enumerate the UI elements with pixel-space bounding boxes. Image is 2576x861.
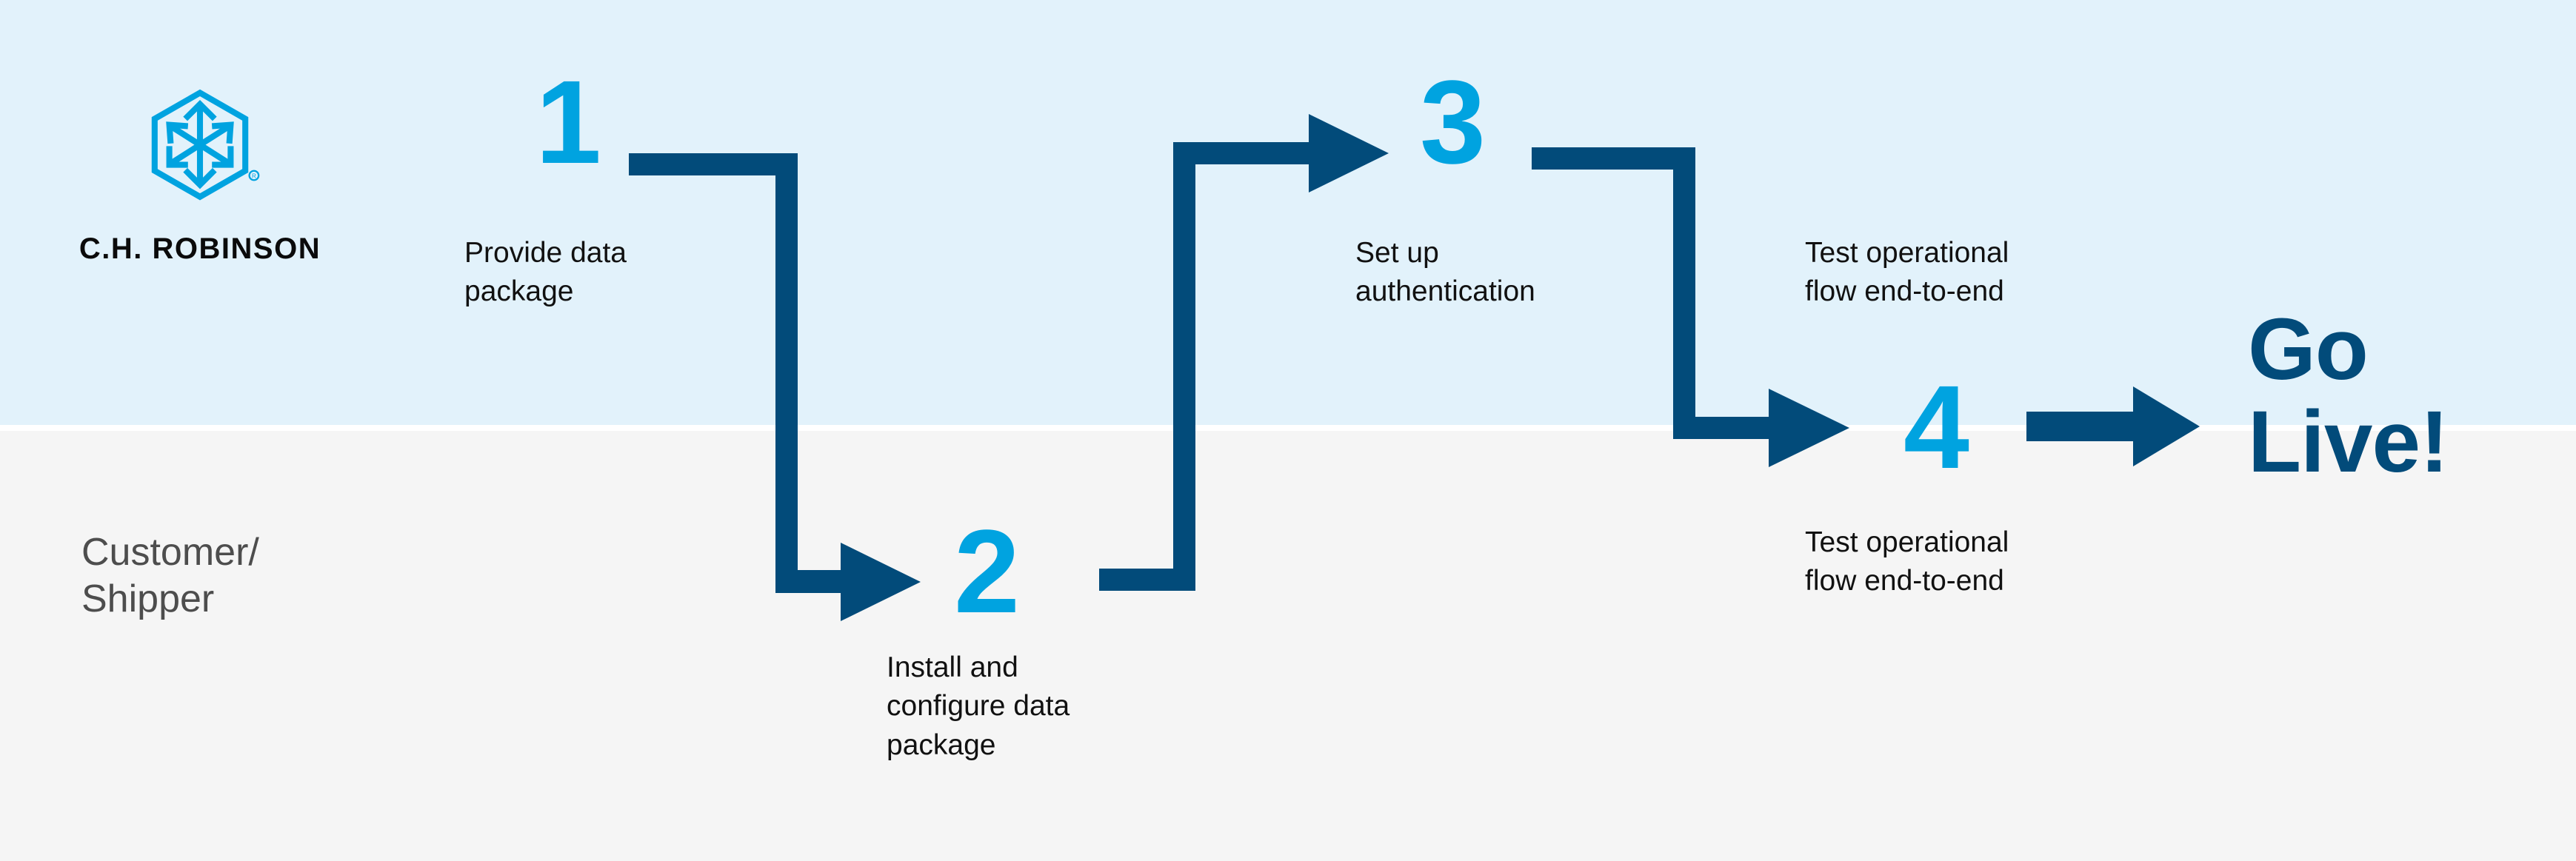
step-4-upper-caption-line-1: Test operational	[1805, 237, 2009, 269]
registered-trademark-icon: R	[248, 170, 260, 181]
step-3-caption: Set up authentication	[1355, 234, 1666, 312]
step-4-caption: Test operational flow end-to-end	[1805, 523, 2116, 601]
step-number-4: 4	[1903, 361, 1969, 493]
step-1-caption-line-1: Provide data	[464, 237, 627, 269]
lane-label-line-2: Shipper	[81, 577, 215, 621]
lane-label-line-1: Customer/	[81, 531, 259, 574]
step-4-upper-caption-line-2: flow end-to-end	[1805, 275, 2004, 308]
step-2-caption-line-1: Install and	[887, 651, 1018, 683]
step-4-upper-caption: Test operational flow end-to-end	[1805, 234, 2116, 312]
step-number-3: 3	[1420, 56, 1486, 188]
lane-label-customer-shipper: Customer/ Shipper	[81, 529, 467, 623]
bottom-swimlane-band	[0, 431, 2576, 861]
hexagon-cube-arrows-icon: R	[151, 89, 260, 201]
step-number-2: 2	[954, 505, 1020, 637]
step-2-caption: Install and configure data package	[887, 649, 1183, 765]
step-1-caption-line-2: package	[464, 275, 574, 308]
go-live-line-2: Live!	[2248, 393, 2449, 492]
step-4-caption-line-1: Test operational	[1805, 526, 2009, 558]
go-live-outcome: Go Live!	[2248, 301, 2566, 492]
brand-logo-block: R C.H. ROBINSON	[44, 89, 356, 266]
swimlane-divider	[0, 425, 2576, 431]
step-2-caption-line-3: package	[887, 728, 996, 761]
step-2-caption-line-2: configure data	[887, 690, 1070, 723]
step-number-1: 1	[535, 56, 601, 188]
svg-text:R: R	[252, 173, 256, 180]
step-3-caption-line-1: Set up	[1355, 237, 1439, 269]
top-swimlane-band	[0, 0, 2576, 425]
step-3-caption-line-2: authentication	[1355, 275, 1535, 308]
step-4-caption-line-2: flow end-to-end	[1805, 565, 2004, 597]
brand-wordmark: C.H. ROBINSON	[79, 232, 321, 265]
step-1-caption: Provide data package	[464, 234, 775, 312]
go-live-line-1: Go	[2248, 301, 2369, 398]
